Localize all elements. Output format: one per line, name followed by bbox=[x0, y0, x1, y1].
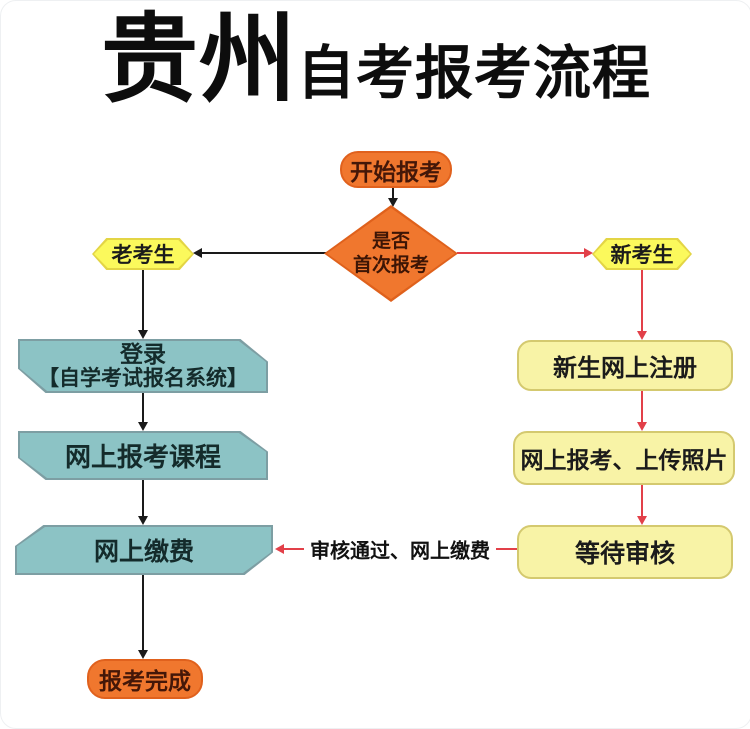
old-student-label: 老考生 bbox=[94, 240, 192, 268]
arrow-left-icon bbox=[193, 248, 202, 258]
arrow-down-icon bbox=[138, 330, 148, 339]
login-label: 登录 【自学考试报名系统】 bbox=[20, 341, 266, 391]
connector-upload-review bbox=[641, 481, 643, 516]
decision-diamond-label: 是否 首次报考 bbox=[327, 208, 455, 299]
finish-node: 报考完成 bbox=[87, 659, 203, 699]
old-student-node: 老考生 bbox=[92, 238, 194, 270]
connector-login-courses bbox=[142, 393, 144, 422]
arrow-left-icon bbox=[275, 544, 284, 554]
new-register-node: 新生网上注册 bbox=[517, 340, 733, 391]
connector-old-login bbox=[142, 269, 144, 330]
arrow-down-icon bbox=[637, 331, 647, 340]
review-pass-label: 审核通过、网上缴费 bbox=[304, 534, 496, 564]
arrow-right-icon bbox=[584, 248, 593, 258]
start-node: 开始报考 bbox=[340, 151, 452, 188]
page-title: 贵州 自考报考流程 bbox=[1, 11, 750, 108]
pay-online-node: 网上缴费 bbox=[15, 525, 273, 575]
register-courses-node: 网上报考课程 bbox=[18, 431, 268, 480]
arrow-down-icon bbox=[138, 422, 148, 431]
login-node: 登录 【自学考试报名系统】 bbox=[18, 339, 268, 393]
title-topic: 自考报考流程 bbox=[296, 41, 651, 106]
arrow-down-icon bbox=[637, 516, 647, 525]
arrow-down-icon bbox=[138, 516, 148, 525]
login-line1: 登录 bbox=[120, 340, 166, 367]
new-student-node: 新考生 bbox=[592, 238, 692, 270]
connector-new-register bbox=[641, 269, 643, 331]
title-region: 贵州 bbox=[100, 5, 297, 114]
pay-online-label: 网上缴费 bbox=[17, 527, 271, 573]
arrow-down-icon bbox=[637, 422, 647, 431]
report-upload-node: 网上报考、上传照片 bbox=[513, 431, 735, 485]
connector-decision-old bbox=[202, 252, 326, 254]
decision-line1: 是否 bbox=[371, 230, 410, 252]
connector-decision-new bbox=[457, 252, 584, 254]
connector-start-decision bbox=[392, 184, 394, 199]
connector-courses-pay bbox=[142, 480, 144, 516]
login-line2: 【自学考试报名系统】 bbox=[38, 367, 248, 391]
arrow-down-icon bbox=[388, 198, 398, 207]
connector-pay-finish bbox=[142, 575, 144, 650]
connector-register-upload bbox=[641, 387, 643, 422]
arrow-down-icon bbox=[138, 650, 148, 659]
register-courses-label: 网上报考课程 bbox=[20, 433, 266, 478]
new-student-label: 新考生 bbox=[594, 240, 690, 268]
wait-review-node: 等待审核 bbox=[517, 525, 733, 579]
decision-line2: 首次报考 bbox=[352, 254, 429, 276]
decision-diamond: 是否 首次报考 bbox=[324, 205, 458, 302]
